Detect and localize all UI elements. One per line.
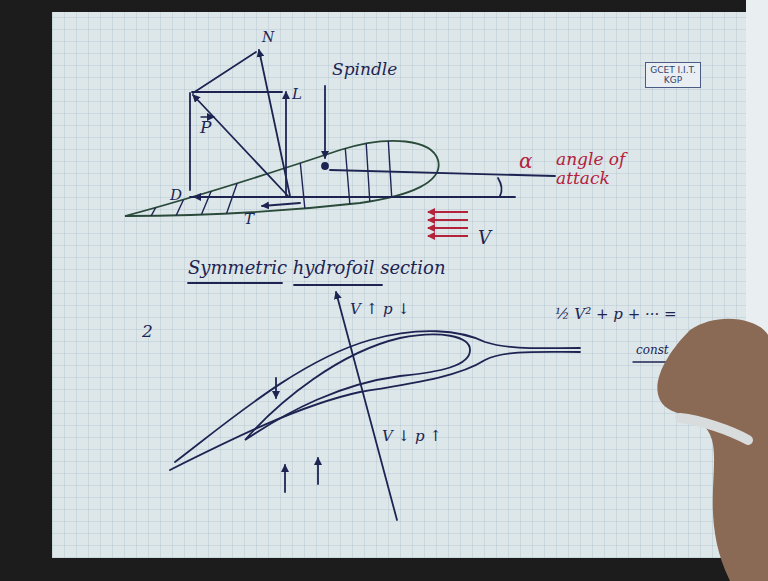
handwritten-label: α [519, 150, 533, 172]
handwritten-label: N [262, 30, 274, 45]
handwritten-label: Spindle [332, 60, 397, 79]
logo-box: GCET I.I.T. KGP [645, 62, 701, 88]
handwritten-label: angle of attack [556, 150, 651, 187]
paper-sheet [52, 12, 746, 558]
handwritten-label: Symmetric hydrofoil section [188, 258, 446, 278]
logo-text: GCET I.I.T. KGP [650, 65, 696, 85]
handwritten-label: ½ V² + p + ··· = [555, 306, 677, 323]
handwritten-label: V ↑ p ↓ [350, 301, 410, 318]
handwritten-label: T [244, 211, 254, 228]
handwritten-label: L [292, 86, 302, 103]
handwritten-label: const [636, 344, 669, 357]
handwritten-label: 2 [142, 322, 153, 341]
handwritten-label: P [200, 118, 211, 137]
handwritten-label: D [170, 187, 182, 204]
handwritten-label: V [478, 228, 491, 248]
handwritten-label: V ↓ p ↑ [382, 428, 442, 445]
